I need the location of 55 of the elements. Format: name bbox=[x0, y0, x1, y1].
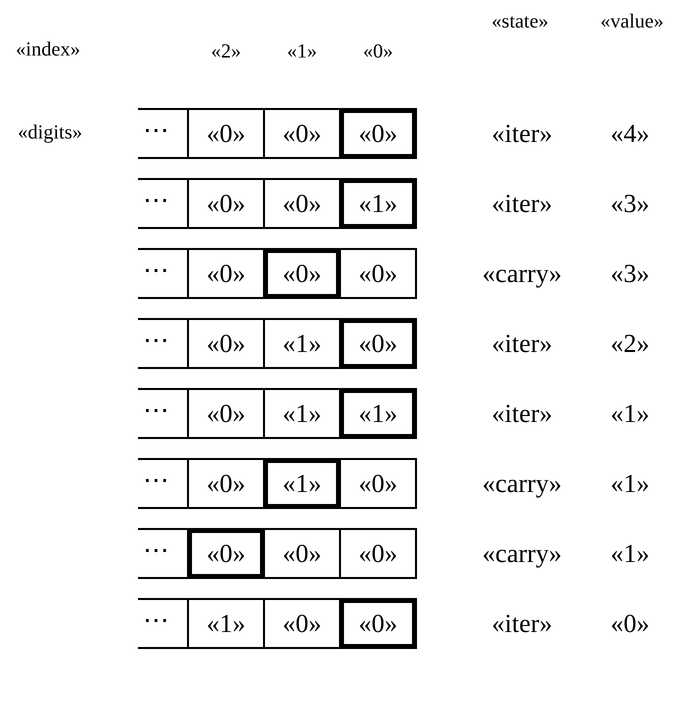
ellipsis: ⋯ bbox=[143, 394, 169, 425]
digit-cell: «0» bbox=[263, 178, 341, 229]
value-text: «2» bbox=[610, 328, 650, 358]
column-header: «value» bbox=[600, 10, 664, 34]
state-text: «iter» bbox=[492, 118, 552, 148]
ellipsis: ⋯ bbox=[143, 114, 169, 145]
digit-cell: «0» bbox=[263, 108, 341, 159]
state-text: «iter» bbox=[492, 328, 552, 358]
value-text: «3» bbox=[610, 188, 650, 218]
value-text: «1» bbox=[610, 398, 650, 428]
value-text: «4» bbox=[610, 118, 650, 148]
value-text: «1» bbox=[610, 538, 650, 568]
state-text: «carry» bbox=[482, 468, 562, 498]
ellipsis: ⋯ bbox=[143, 324, 169, 355]
value-text: «3» bbox=[610, 258, 650, 288]
state-text: «iter» bbox=[492, 608, 552, 638]
digit-cell: «1» bbox=[187, 598, 265, 649]
digit-cell: «1» bbox=[263, 318, 341, 369]
digit-cell: «0» bbox=[187, 318, 265, 369]
row-header: «digits» bbox=[18, 122, 82, 144]
digit-cell: «0» bbox=[187, 178, 265, 229]
digit-cell: «0» bbox=[187, 458, 265, 509]
column-header: «state» bbox=[492, 10, 548, 34]
state-text: «carry» bbox=[482, 258, 562, 288]
digit-cell: «0» bbox=[187, 108, 265, 159]
digit-cell: «0» bbox=[263, 528, 341, 579]
highlighted-digit-cell: «1» bbox=[339, 178, 417, 229]
state-text: «carry» bbox=[482, 538, 562, 568]
index-label: «2» bbox=[211, 40, 241, 64]
highlighted-digit-cell: «0» bbox=[339, 598, 417, 649]
ellipsis: ⋯ bbox=[143, 184, 169, 215]
ellipsis: ⋯ bbox=[143, 464, 169, 495]
value-text: «0» bbox=[610, 608, 650, 638]
highlighted-digit-cell: «0» bbox=[339, 318, 417, 369]
index-label: «1» bbox=[287, 40, 317, 64]
digit-cell: «0» bbox=[263, 598, 341, 649]
state-text: «iter» bbox=[492, 398, 552, 428]
digit-cell: «0» bbox=[339, 458, 417, 509]
highlighted-digit-cell: «0» bbox=[187, 528, 265, 579]
value-text: «1» bbox=[610, 468, 650, 498]
state-text: «iter» bbox=[492, 188, 552, 218]
highlighted-digit-cell: «0» bbox=[339, 108, 417, 159]
digit-cell: «0» bbox=[339, 248, 417, 299]
highlighted-digit-cell: «1» bbox=[339, 388, 417, 439]
digit-cell: «0» bbox=[187, 248, 265, 299]
ellipsis: ⋯ bbox=[143, 604, 169, 635]
index-label: «0» bbox=[363, 40, 393, 64]
digit-cell: «0» bbox=[339, 528, 417, 579]
digit-cell: «0» bbox=[187, 388, 265, 439]
digit-cell: «1» bbox=[263, 388, 341, 439]
ellipsis: ⋯ bbox=[143, 534, 169, 565]
highlighted-digit-cell: «0» bbox=[263, 248, 341, 299]
row-header: «index» bbox=[16, 38, 80, 62]
highlighted-digit-cell: «1» bbox=[263, 458, 341, 509]
ellipsis: ⋯ bbox=[143, 254, 169, 285]
